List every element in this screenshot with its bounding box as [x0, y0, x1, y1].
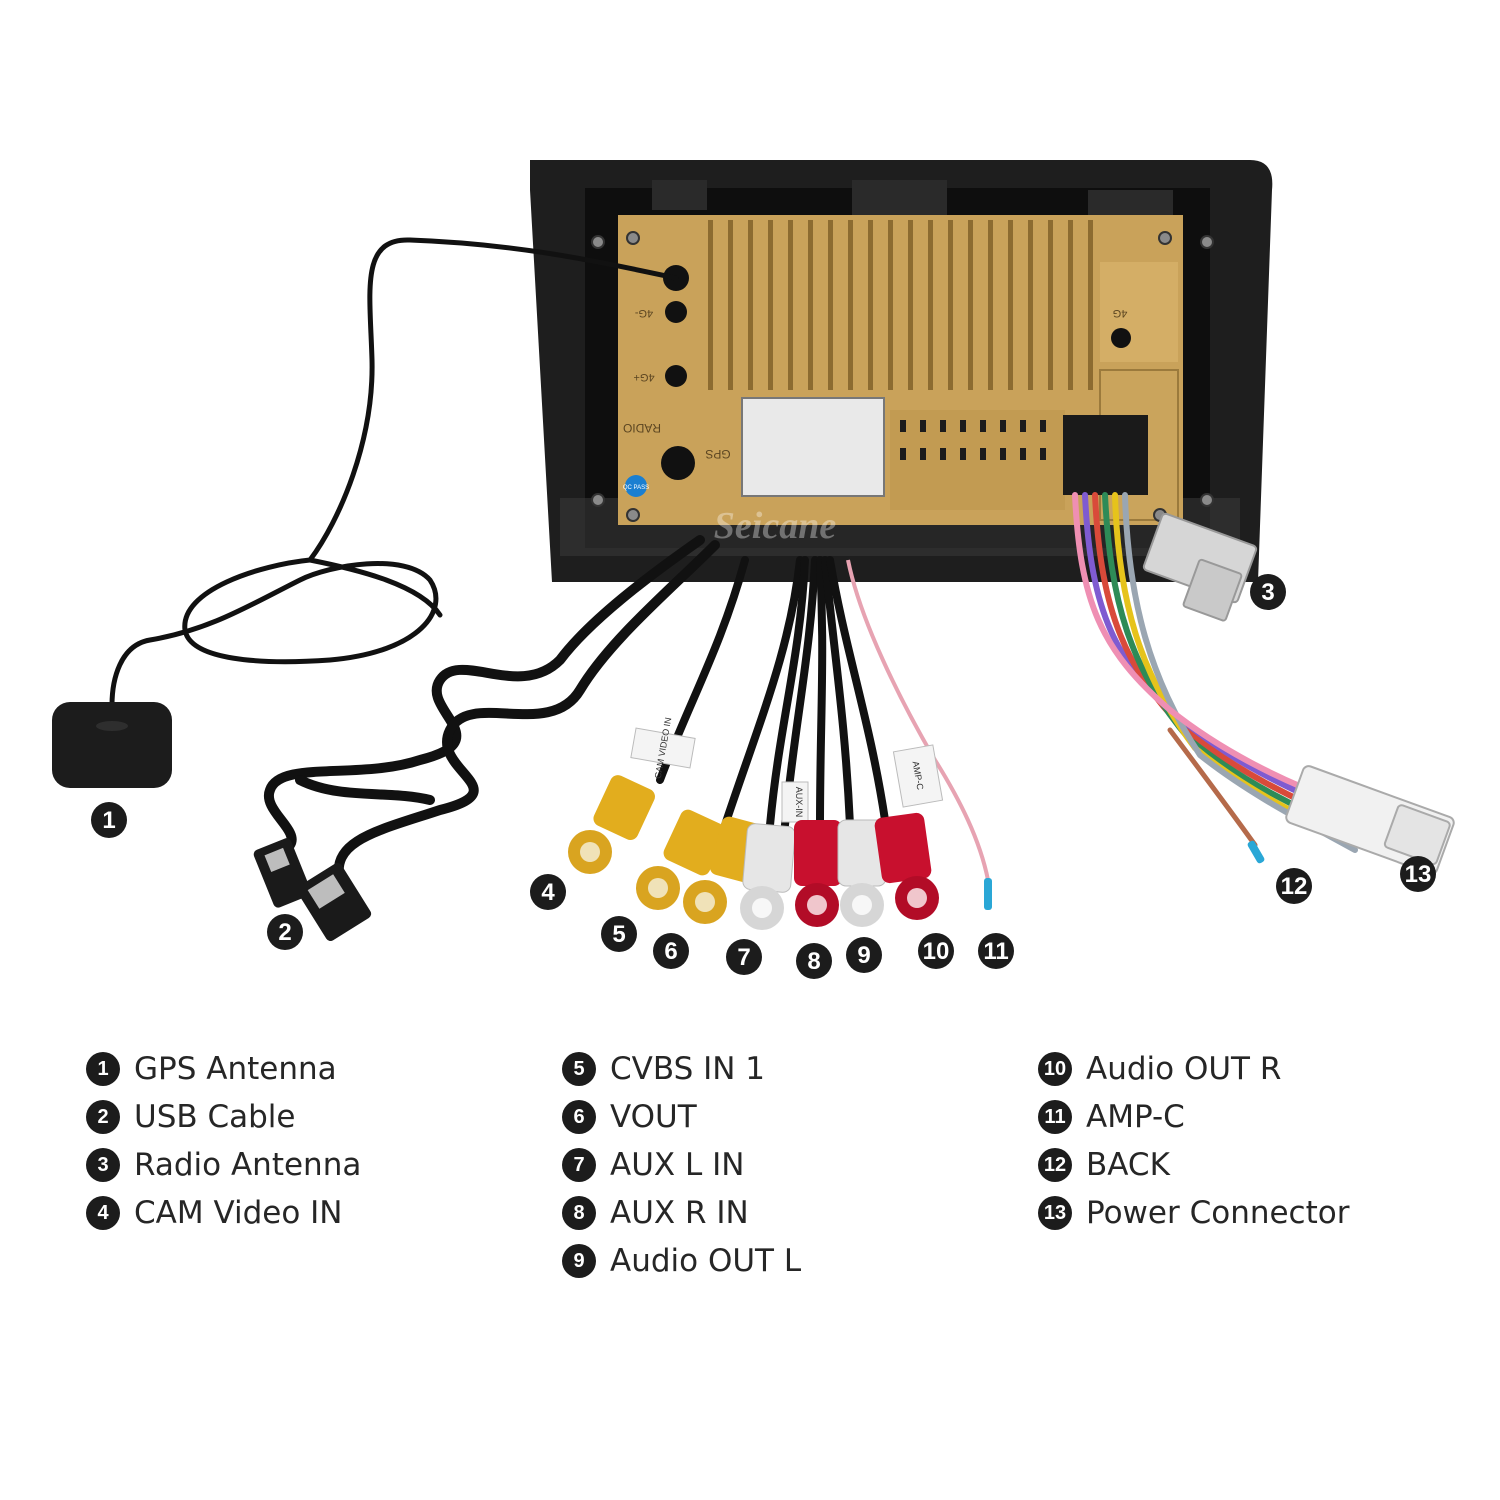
legend-item: 5 CVBS IN 1 [562, 1045, 801, 1093]
legend-item: 6 VOUT [562, 1093, 801, 1141]
callout-4: 4 [530, 874, 566, 910]
legend-number: 10 [1038, 1052, 1072, 1086]
legend-column-2: 5 CVBS IN 1 6 VOUT 7 AUX L IN 8 AUX R IN 9 Au… [562, 1045, 801, 1285]
brand-watermark: Seicane [714, 505, 837, 547]
rca-plug-audio-out-r [874, 812, 939, 920]
legend-item: 4 CAM Video IN [86, 1189, 361, 1237]
callout-2: 2 [267, 914, 303, 950]
legend-label: Radio Antenna [134, 1147, 362, 1183]
callout-10: 10 [918, 933, 954, 969]
callout-9: 9 [846, 937, 882, 973]
legend-label: BACK [1086, 1147, 1170, 1183]
legend-number: 4 [86, 1196, 120, 1230]
legend-label: CAM Video IN [134, 1195, 343, 1231]
4g-plus-port-label: 4G+ [633, 371, 654, 383]
callout-6: 6 [653, 933, 689, 969]
svg-text:7: 7 [737, 944, 750, 971]
legend-number: 7 [562, 1148, 596, 1182]
callout-7: 7 [726, 939, 762, 975]
qc-sticker-label: QC PASS [623, 485, 649, 491]
legend-column-1: 1 GPS Antenna 2 USB Cable 3 Radio Antenna 4… [86, 1045, 361, 1237]
legend-number: 3 [86, 1148, 120, 1182]
svg-text:6: 6 [664, 938, 677, 965]
radio-port-label: RADIO [623, 421, 661, 435]
legend-number: 8 [562, 1196, 596, 1230]
legend-number: 9 [562, 1244, 596, 1278]
legend-item: 13 Power Connector [1038, 1189, 1349, 1237]
legend-item: 8 AUX R IN [562, 1189, 801, 1237]
legend-column-3: 10 Audio OUT R 11 AMP-C 12 BACK 13 Power Con… [1038, 1045, 1349, 1237]
callout-1: 1 [91, 802, 127, 838]
legend-label: AUX L IN [610, 1147, 745, 1183]
svg-text:13: 13 [1405, 861, 1432, 888]
rca-plug-cam-video [568, 775, 655, 874]
rca-cables [656, 556, 889, 829]
legend-label: AMP-C [1086, 1099, 1185, 1135]
svg-text:1: 1 [102, 807, 115, 834]
legend-item: 12 BACK [1038, 1141, 1349, 1189]
legend-item: 2 USB Cable [86, 1093, 361, 1141]
gps-antenna-puck [52, 702, 172, 788]
legend-number: 12 [1038, 1148, 1072, 1182]
legend-number: 2 [86, 1100, 120, 1134]
legend-item: 1 GPS Antenna [86, 1045, 361, 1093]
usb-plug [253, 838, 372, 942]
aux-in-tag: AUX-IN [794, 787, 804, 818]
rca-plug-cvbs [636, 809, 727, 910]
svg-text:8: 8 [807, 948, 820, 975]
legend-label: Audio OUT R [1086, 1051, 1282, 1087]
usb-cable [263, 535, 720, 885]
4g-minus-port-label: 4G- [634, 307, 653, 319]
legend-label: Power Connector [1086, 1195, 1350, 1231]
svg-text:4: 4 [541, 879, 555, 906]
power-connector [1285, 765, 1455, 875]
svg-text:3: 3 [1261, 579, 1274, 606]
legend-label: Audio OUT L [610, 1243, 802, 1279]
legend-label: AUX R IN [610, 1195, 749, 1231]
svg-text:2: 2 [278, 919, 291, 946]
rca-plug-audio-out-l [837, 819, 887, 927]
callout-3: 3 [1250, 574, 1286, 610]
legend-number: 5 [562, 1052, 596, 1086]
legend-label: VOUT [610, 1099, 697, 1135]
svg-text:10: 10 [923, 938, 950, 965]
radio-antenna-plug [1142, 512, 1258, 622]
legend-item: 9 Audio OUT L [562, 1237, 801, 1285]
cable-tags: CAM VIDEO IN AUX-IN AMP-C [630, 717, 944, 823]
legend-number: 13 [1038, 1196, 1072, 1230]
legend-label: GPS Antenna [134, 1051, 337, 1087]
legend-item: 7 AUX L IN [562, 1141, 801, 1189]
svg-text:12: 12 [1281, 873, 1308, 900]
gps-port-label: GPS [705, 447, 730, 461]
callout-11: 11 [978, 933, 1014, 969]
svg-text:9: 9 [857, 942, 870, 969]
callout-8: 8 [796, 943, 832, 979]
legend-item: 10 Audio OUT R [1038, 1045, 1349, 1093]
gps-antenna [109, 237, 679, 708]
legend-number: 1 [86, 1052, 120, 1086]
heatsink: QC PASS RADIO GPS 4G- 4G+ 4G [591, 215, 1214, 525]
legend-item: 3 Radio Antenna [86, 1141, 361, 1189]
legend-label: USB Cable [134, 1099, 296, 1135]
legend: 1 GPS Antenna 2 USB Cable 3 Radio Antenna 4… [0, 1045, 1500, 1305]
legend-item: 11 AMP-C [1038, 1093, 1349, 1141]
svg-text:5: 5 [612, 921, 625, 948]
callout-12: 12 [1276, 868, 1312, 904]
callout-13: 13 [1400, 856, 1436, 892]
legend-number: 11 [1038, 1100, 1072, 1134]
wiring-diagram: QC PASS RADIO GPS 4G- 4G+ 4G Seicane [52, 160, 1455, 979]
4g-port-label: 4G [1113, 307, 1128, 319]
svg-text:11: 11 [983, 938, 1008, 965]
legend-label: CVBS IN 1 [610, 1051, 766, 1087]
rca-plug-aux-l [740, 823, 796, 930]
callout-5: 5 [601, 916, 637, 952]
rca-plug-aux-r [794, 820, 842, 927]
legend-number: 6 [562, 1100, 596, 1134]
